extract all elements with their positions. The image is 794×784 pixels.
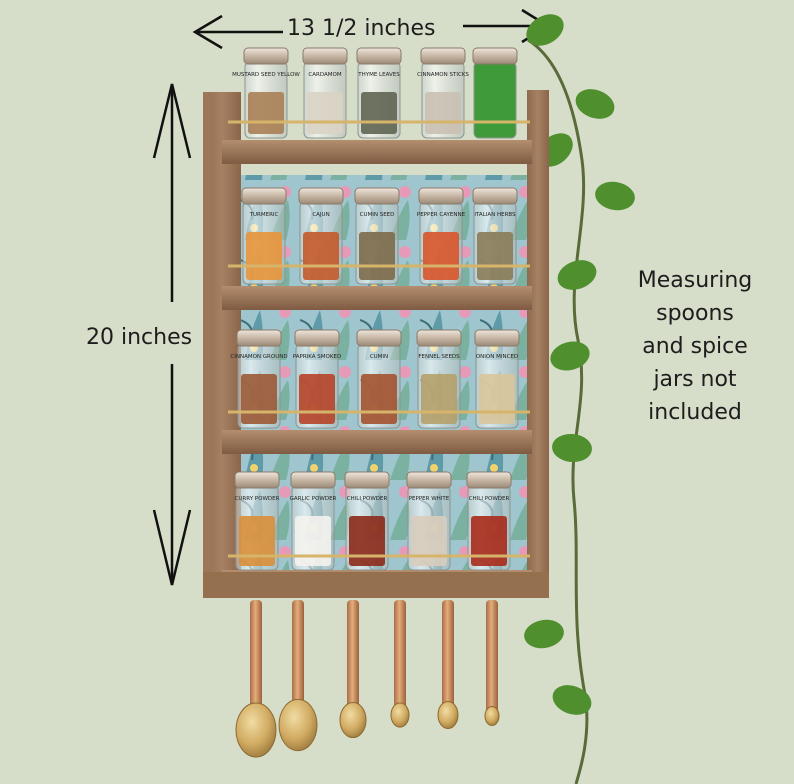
leaf bbox=[552, 685, 592, 715]
shelf-board bbox=[222, 430, 532, 454]
spice-jar: GARLIC POWDER bbox=[290, 471, 337, 571]
jar-label: MUSTARD SEED YELLOW bbox=[232, 72, 300, 78]
note-line: and spice bbox=[642, 334, 748, 359]
measuring-spoon bbox=[278, 600, 318, 752]
spice-rack: MUSTARD SEED YELLOW CARDAMOM THYME LEAVES C… bbox=[203, 47, 549, 598]
spice-jar: CINNAMON STICKS bbox=[417, 47, 469, 139]
spice-jar: CHILI POWDER bbox=[466, 471, 512, 571]
jar-label: TURMERIC bbox=[249, 212, 279, 218]
measuring-spoon bbox=[235, 600, 277, 758]
note-line: jars not bbox=[653, 367, 737, 392]
height-arrow bbox=[152, 83, 192, 586]
jar-label: GARLIC POWDER bbox=[290, 496, 337, 502]
disclaimer-note: Measuring spoons and spice jars not incl… bbox=[610, 264, 780, 429]
spice-jar: CUMIN SEED bbox=[354, 187, 400, 285]
spice-jar: CARDAMOM bbox=[302, 47, 348, 139]
leaf bbox=[595, 181, 635, 211]
leaf bbox=[524, 619, 564, 649]
spice-jar bbox=[472, 47, 518, 139]
leaf bbox=[557, 260, 597, 290]
width-measurement-label: 13 1/2 inches bbox=[287, 16, 436, 41]
height-measurement-label: 20 inches bbox=[84, 323, 195, 354]
rack-bottom bbox=[203, 572, 549, 598]
measuring-spoon bbox=[484, 600, 500, 726]
leaf bbox=[552, 433, 592, 463]
jar-label: PEPPER WHITE bbox=[409, 496, 450, 502]
jar-label: CINNAMON GROUND bbox=[230, 354, 287, 360]
leaf bbox=[550, 341, 590, 371]
pothos-vine bbox=[524, 14, 635, 784]
jar-label: ONION MINCED bbox=[476, 354, 518, 360]
shelf-board bbox=[222, 140, 532, 164]
measuring-spoons bbox=[235, 600, 500, 758]
note-line: Measuring bbox=[637, 268, 753, 293]
jar-label: CUMIN bbox=[370, 354, 388, 360]
measuring-spoon bbox=[390, 600, 410, 728]
jar-label: CUMIN SEED bbox=[360, 212, 395, 218]
jar-label: PAPRIKA SMOKED bbox=[293, 354, 341, 360]
note-line: spoons bbox=[656, 301, 734, 326]
jar-label: CHILI POWDER bbox=[347, 496, 388, 502]
jar-label: ITALIAN HERBS bbox=[474, 212, 516, 218]
spice-jar: CHILI POWDER bbox=[344, 471, 390, 571]
rack-right-side bbox=[527, 90, 549, 598]
jar-label: THYME LEAVES bbox=[357, 72, 400, 78]
leaf bbox=[526, 14, 564, 46]
jar-label: CINNAMON STICKS bbox=[417, 72, 469, 78]
jar-label: CURRY POWDER bbox=[235, 496, 280, 502]
spice-jar: PEPPER WHITE bbox=[406, 471, 452, 571]
spice-jar: TURMERIC bbox=[241, 187, 287, 285]
spice-jar: THYME LEAVES bbox=[356, 47, 402, 139]
leaf bbox=[575, 89, 615, 119]
note-line: included bbox=[648, 400, 742, 425]
shelf-board bbox=[222, 286, 532, 310]
jar-label: CARDAMOM bbox=[308, 72, 341, 78]
measuring-spoon bbox=[437, 600, 459, 729]
rack-left-edge bbox=[203, 92, 213, 597]
spice-jar: ITALIAN HERBS bbox=[472, 187, 518, 285]
jar-label: CAJUN bbox=[312, 212, 329, 218]
jar-label: PEPPER CAYENNE bbox=[417, 212, 466, 218]
spice-jar: CURRY POWDER bbox=[234, 471, 280, 571]
jar-label: CHILI POWDER bbox=[469, 496, 510, 502]
measuring-spoon bbox=[339, 600, 367, 739]
spice-jar: PEPPER CAYENNE bbox=[417, 187, 466, 285]
spice-jar: CAJUN bbox=[298, 187, 344, 285]
jar-label: FENNEL SEEDS bbox=[418, 354, 460, 360]
